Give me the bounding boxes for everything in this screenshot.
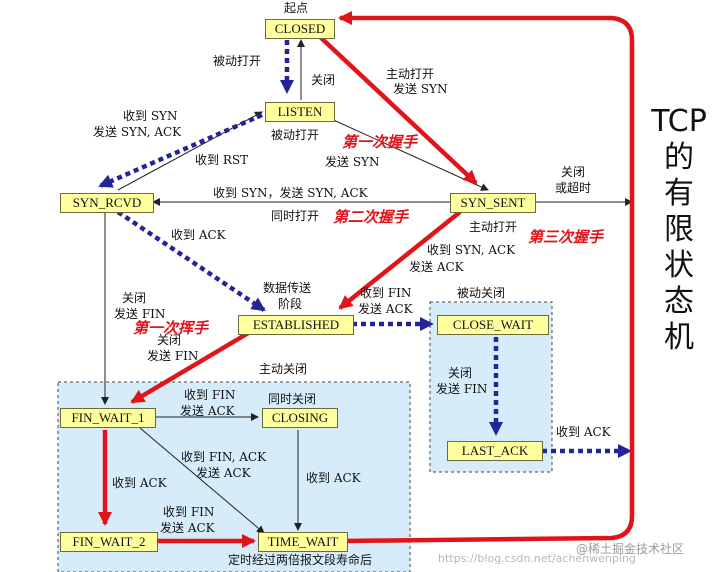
edge-finwait1-to-timewait bbox=[139, 427, 265, 534]
label-simultaneous-close: 同时关闭 bbox=[268, 392, 317, 406]
side-title-char: 有 bbox=[664, 176, 694, 211]
label-closing-recv-ack: 收到 ACK bbox=[306, 471, 361, 485]
side-title-char: 状 bbox=[664, 248, 694, 283]
edge-synsent-to-established bbox=[338, 210, 462, 310]
label-passive-open-2: 被动打开 bbox=[271, 128, 320, 142]
edge-listen-to-synsent bbox=[317, 112, 489, 191]
side-title-char: 的 bbox=[664, 140, 694, 175]
watermark-url: https://blog.csdn.net/achenwenping bbox=[438, 552, 636, 565]
label-recv-fin-ack-1: 收到 FIN, ACK bbox=[181, 450, 267, 464]
label-close-send-fin2-1: 关闭 bbox=[157, 333, 182, 347]
label-active-open-2nd: 主动打开 bbox=[469, 220, 518, 234]
edge-closed-to-synsent bbox=[316, 33, 478, 185]
label-recv-synack-2: 发送 ACK bbox=[409, 260, 464, 274]
label-close-timeout-2: 或超时 bbox=[555, 181, 592, 195]
label-recv-fin-ack-2: 发送 ACK bbox=[196, 466, 251, 480]
label-close-send-fin3-1: 关闭 bbox=[448, 366, 473, 380]
state-fin-wait-1: FIN_WAIT_1 bbox=[60, 408, 156, 428]
label-fw2-recv-fin-1: 收到 FIN bbox=[163, 505, 215, 519]
edge-synrcvd-to-listen bbox=[117, 111, 263, 191]
state-listen: LISTEN bbox=[265, 102, 335, 122]
state-close-wait: CLOSE_WAIT bbox=[437, 315, 549, 335]
annotation-first-handshake: 第一次握手 bbox=[342, 133, 418, 151]
label-active-close: 主动关闭 bbox=[259, 362, 308, 376]
label-close-timeout-1: 关闭 bbox=[561, 165, 586, 179]
side-title-char: 限 bbox=[664, 212, 694, 247]
label-fw2-recv-fin-2: 发送 ACK bbox=[160, 521, 215, 535]
label-active-open-1: 主动打开 bbox=[386, 67, 435, 81]
label-fw1-recv-ack: 收到 ACK bbox=[112, 476, 167, 490]
label-data-transfer-1: 数据传送 bbox=[263, 281, 312, 295]
label-fw1-recv-fin-2: 发送 ACK bbox=[180, 404, 235, 418]
state-last-ack: LAST_ACK bbox=[447, 441, 543, 461]
label-send-syn: 发送 SYN bbox=[325, 155, 380, 169]
label-lastack-recv-ack: 收到 ACK bbox=[556, 425, 611, 439]
annotation-second-handshake: 第二次握手 bbox=[333, 208, 409, 226]
label-simultaneous-open: 同时打开 bbox=[271, 209, 320, 223]
label-passive-close: 被动关闭 bbox=[457, 286, 506, 300]
side-title-char: 机 bbox=[664, 320, 694, 355]
label-recv-syn-2: 发送 SYN, ACK bbox=[93, 125, 182, 139]
state-closed: CLOSED bbox=[265, 19, 335, 39]
label-close-send-fin2-2: 发送 FIN bbox=[147, 349, 199, 363]
annotation-first-wave: 第一次挥手 bbox=[133, 319, 209, 337]
label-recv-fin-1: 收到 FIN bbox=[360, 286, 412, 300]
label-recv-syn-send-synack: 收到 SYN，发送 SYN, ACK bbox=[213, 186, 368, 200]
edge-established-to-finwait1 bbox=[130, 330, 252, 404]
edge-timewait-loop-to-closed bbox=[338, 11, 635, 544]
state-fin-wait-2: FIN_WAIT_2 bbox=[60, 532, 158, 552]
state-syn-sent: SYN_SENT bbox=[450, 193, 536, 213]
state-closing: CLOSING bbox=[262, 408, 338, 428]
label-recv-rst: 收到 RST bbox=[195, 153, 249, 167]
label-close-send-fin-2: 发送 FIN bbox=[114, 307, 166, 321]
state-established: ESTABLISHED bbox=[238, 315, 354, 335]
label-recv-synack-1: 收到 SYN, ACK bbox=[427, 243, 516, 257]
annotation-third-handshake: 第三次握手 bbox=[528, 228, 604, 246]
label-active-open-2: 发送 SYN bbox=[393, 82, 448, 96]
state-syn-rcvd: SYN_RCVD bbox=[60, 193, 154, 213]
side-title-char: 态 bbox=[664, 284, 694, 319]
side-title: TCP 的 有 限 状 态 机 bbox=[640, 104, 718, 356]
side-title-char: TCP bbox=[651, 104, 707, 139]
label-timewait-note: 定时经过两倍报文段寿命后 bbox=[228, 553, 373, 567]
label-close-1: 关闭 bbox=[311, 73, 336, 87]
label-recv-ack: 收到 ACK bbox=[171, 228, 226, 242]
edge-listen-to-synrcvd bbox=[98, 112, 263, 189]
label-data-transfer-2: 阶段 bbox=[278, 297, 303, 311]
label-fw1-recv-fin-1: 收到 FIN bbox=[184, 388, 236, 402]
label-recv-syn-1: 收到 SYN bbox=[123, 109, 178, 123]
label-close-send-fin3-2: 发送 FIN bbox=[436, 382, 488, 396]
watermark-brand: @稀土掘金技术社区 bbox=[576, 542, 685, 556]
start-label: 起点 bbox=[284, 1, 309, 15]
label-close-send-fin-1: 关闭 bbox=[122, 291, 147, 305]
state-time-wait: TIME_WAIT bbox=[258, 532, 348, 552]
edge-synrcvd-to-established bbox=[116, 210, 266, 312]
label-passive-open: 被动打开 bbox=[213, 54, 262, 68]
label-recv-fin-2: 发送 ACK bbox=[358, 302, 413, 316]
